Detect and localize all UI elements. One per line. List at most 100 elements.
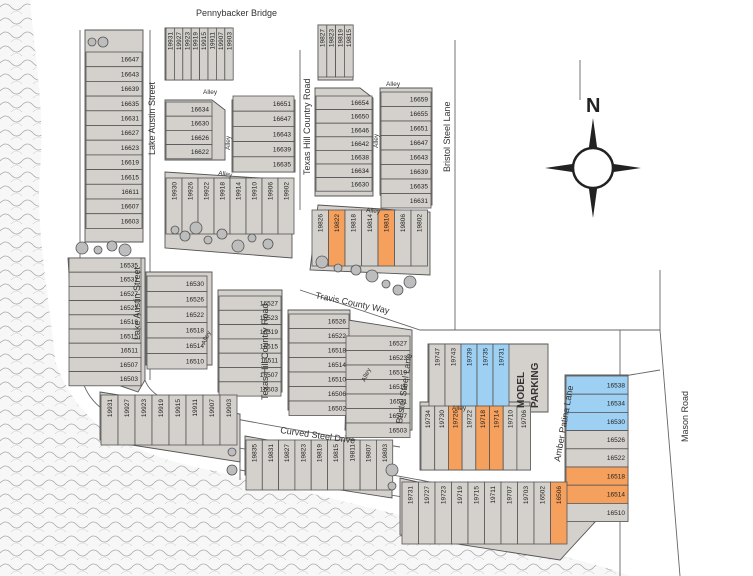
lot-19739[interactable]: 19739	[460, 343, 478, 412]
lot-19831[interactable]: 19831	[261, 439, 279, 491]
lot-16514[interactable]: 16514	[146, 337, 208, 354]
lot-16635[interactable]: 16635	[380, 178, 432, 194]
lot-16519[interactable]: 16519	[218, 324, 282, 340]
lot-16515[interactable]: 16515	[68, 328, 142, 344]
lot-16527[interactable]: 16527	[218, 295, 282, 311]
lot-16651[interactable]: 16651	[232, 95, 295, 112]
lot-16659[interactable]: 16659	[380, 91, 432, 107]
lot-16518[interactable]: 16518	[565, 466, 629, 486]
lot-19815[interactable]: 19815	[327, 439, 345, 491]
lot-19906[interactable]: 19906	[261, 177, 279, 235]
lot-16630[interactable]: 16630	[165, 115, 213, 131]
lot-19710[interactable]: 19710	[502, 405, 518, 471]
lot-16522[interactable]: 16522	[288, 328, 350, 344]
lot-shape[interactable]	[219, 394, 238, 446]
lot-16615[interactable]: 16615	[85, 169, 143, 185]
lot-16507[interactable]: 16507	[218, 367, 282, 383]
lot-19747[interactable]: 19747	[428, 343, 446, 412]
lot-19819[interactable]: 19819	[335, 24, 345, 78]
lot-19923[interactable]: 19923	[134, 394, 153, 446]
lot-19823[interactable]: 19823	[326, 24, 336, 78]
lot-16639[interactable]: 16639	[380, 164, 432, 180]
lot-16635[interactable]: 16635	[85, 95, 143, 112]
lot-19731[interactable]: 19731	[492, 343, 510, 412]
lot-19919[interactable]: 19919	[190, 27, 200, 81]
lot-19914[interactable]: 19914	[229, 177, 247, 235]
lot-19707[interactable]: 19707	[500, 481, 518, 545]
lot-16511[interactable]: 16511	[68, 342, 142, 358]
lot-16643[interactable]: 16643	[85, 66, 143, 82]
lot-shape[interactable]	[165, 144, 213, 160]
lot-19911[interactable]: 19911	[185, 394, 204, 446]
lot-19902[interactable]: 19902	[277, 177, 295, 235]
lot-16647[interactable]: 16647	[380, 135, 432, 151]
lot-19714[interactable]: 19714	[489, 405, 504, 471]
lot-16603[interactable]: 16603	[85, 213, 143, 229]
lot-16503[interactable]: 16503	[345, 422, 411, 438]
lot-shape[interactable]	[410, 209, 428, 267]
lot-16647[interactable]: 16647	[85, 51, 143, 68]
lot-16515[interactable]: 16515	[218, 338, 282, 354]
lot-shape[interactable]	[232, 156, 295, 173]
lot-19819[interactable]: 19819	[310, 439, 328, 491]
lot-19931[interactable]: 19931	[100, 394, 119, 446]
lot-19743[interactable]: 19743	[444, 343, 462, 412]
lot-16522[interactable]: 16522	[565, 448, 629, 468]
lot-16506[interactable]: 16506	[550, 481, 568, 545]
lot-16523[interactable]: 16523	[218, 309, 282, 325]
lot-16647[interactable]: 16647	[232, 110, 295, 127]
lot-16510[interactable]: 16510	[146, 353, 208, 370]
lot-shape[interactable]	[315, 177, 373, 192]
lot-19823[interactable]: 19823	[294, 439, 312, 491]
lot-19907[interactable]: 19907	[202, 394, 221, 446]
lot-16503[interactable]: 16503	[218, 381, 282, 397]
lot-16611[interactable]: 16611	[85, 183, 143, 200]
lot-19730[interactable]: 19730	[434, 405, 449, 471]
lot-16530[interactable]: 16530	[565, 411, 629, 431]
lot-16514[interactable]: 16514	[565, 484, 629, 504]
lot-19907[interactable]: 19907	[215, 27, 226, 81]
lot-19731[interactable]: 19731	[401, 481, 419, 545]
lot-16503[interactable]: 16503	[68, 371, 142, 387]
lot-16523[interactable]: 16523	[68, 300, 142, 316]
lot-19807[interactable]: 19807	[359, 439, 377, 491]
lot-16651[interactable]: 16651	[380, 120, 432, 136]
lot-16622[interactable]: 16622	[165, 144, 213, 160]
lot-16535[interactable]: 16535	[68, 257, 142, 273]
lot-shape[interactable]	[224, 27, 234, 81]
lot-19835[interactable]: 19835	[245, 439, 263, 491]
lot-16642[interactable]: 16642	[315, 136, 373, 151]
lot-16518[interactable]: 16518	[288, 342, 350, 358]
lot-16626[interactable]: 16626	[165, 129, 213, 145]
lot-19903[interactable]: 19903	[224, 27, 234, 81]
lot-19814[interactable]: 19814	[361, 209, 379, 267]
lot-19818[interactable]: 19818	[344, 209, 362, 267]
lot-19930[interactable]: 19930	[165, 177, 183, 235]
lot-16627[interactable]: 16627	[85, 125, 143, 141]
lot-shape[interactable]	[516, 405, 532, 471]
lot-19923[interactable]: 19923	[182, 27, 192, 81]
lot-16526[interactable]: 16526	[288, 313, 350, 329]
lot-shape[interactable]	[85, 213, 143, 229]
lot-19810[interactable]: 19810	[377, 209, 395, 267]
lot-19927[interactable]: 19927	[173, 27, 184, 81]
lot-19715[interactable]: 19715	[467, 481, 485, 545]
lot-19927[interactable]: 19927	[117, 394, 136, 446]
lot-19915[interactable]: 19915	[168, 394, 187, 446]
lot-19811[interactable]: 19811	[343, 439, 361, 491]
lot-19911[interactable]: 19911	[207, 27, 217, 81]
lot-16510[interactable]: 16510	[565, 502, 629, 522]
lot-16538[interactable]: 16538	[565, 375, 629, 395]
lot-19822[interactable]: 19822	[328, 209, 346, 267]
lot-16607[interactable]: 16607	[85, 198, 143, 215]
lot-16635[interactable]: 16635	[232, 156, 295, 173]
lot-16511[interactable]: 16511	[218, 352, 282, 368]
lot-16522[interactable]: 16522	[146, 306, 208, 323]
lot-16502[interactable]: 16502	[288, 400, 350, 416]
lot-16526[interactable]: 16526	[565, 430, 629, 450]
lot-shape[interactable]	[68, 371, 142, 387]
lot-19910[interactable]: 19910	[245, 177, 263, 235]
lot-19931[interactable]: 19931	[165, 27, 175, 81]
lot-16654[interactable]: 16654	[315, 95, 373, 111]
lot-16519[interactable]: 16519	[68, 314, 142, 330]
